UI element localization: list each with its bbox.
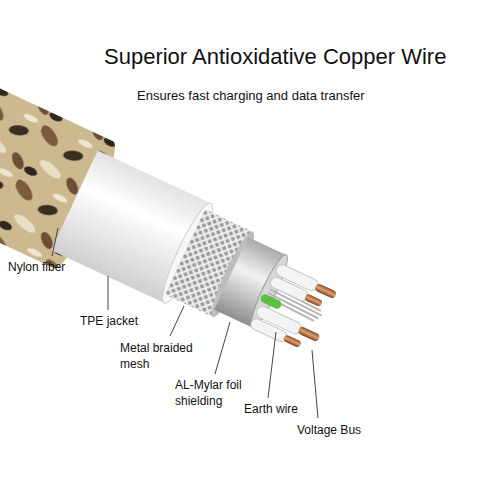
label-slot: Voltage Bus <box>297 422 361 438</box>
label-slot: Metal braided mesh <box>120 340 210 372</box>
caption: Ensures fast charging and data transfer <box>137 88 365 103</box>
part-label: Voltage Bus <box>297 422 361 438</box>
caption-slot: Ensures fast charging and data transfer <box>137 88 365 103</box>
label-slot: TPE jacket <box>80 313 138 329</box>
part-label: Nylon fiber <box>8 259 65 275</box>
title-slot: Superior Antioxidative Copper Wire <box>104 44 446 70</box>
label-slot: Earth wire <box>244 401 298 417</box>
title: Superior Antioxidative Copper Wire <box>104 44 446 70</box>
part-label: Metal braided mesh <box>120 340 210 372</box>
leader-lines <box>52 228 318 418</box>
label-slot: Nylon fiber <box>8 259 65 275</box>
part-label: TPE jacket <box>80 313 138 329</box>
part-label: Earth wire <box>244 401 298 417</box>
